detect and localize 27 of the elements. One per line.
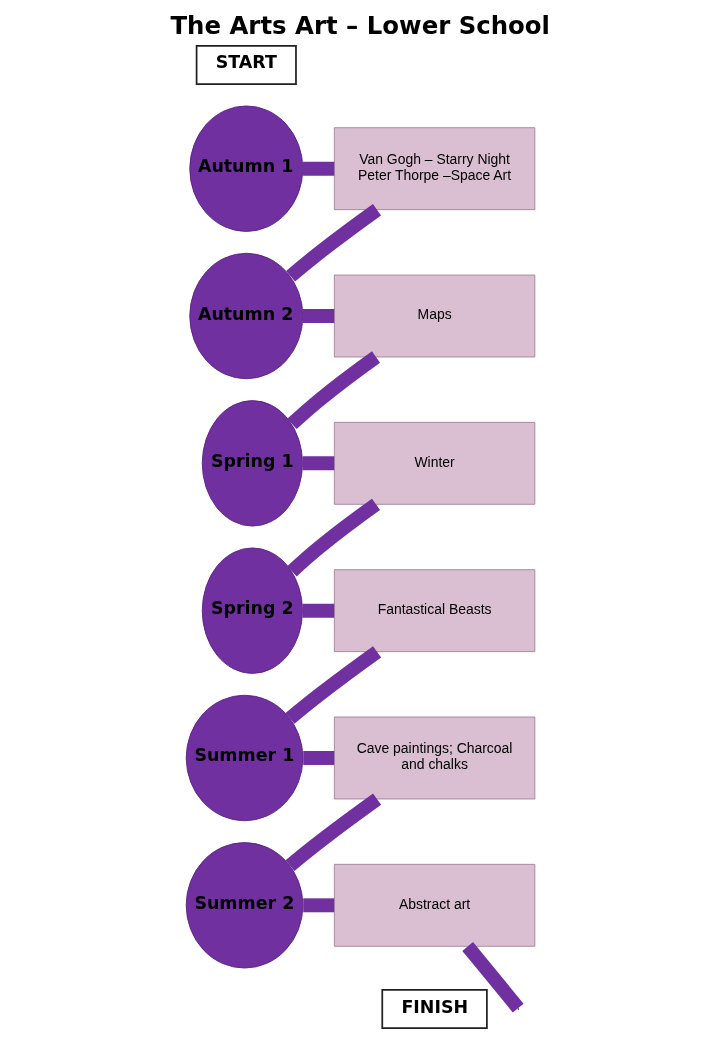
node-box: Cave paintings; Charcoal and chalks (333, 716, 535, 800)
node-box: Maps (333, 274, 535, 358)
connector (302, 456, 334, 471)
node-circle: Summer 2 (185, 842, 303, 969)
node-box: Winter (333, 421, 535, 505)
connector (285, 204, 381, 282)
connector (302, 309, 334, 323)
node-box: START (195, 44, 297, 85)
connector (285, 646, 381, 724)
connector (285, 793, 381, 871)
connector (286, 351, 380, 430)
connector (286, 498, 380, 577)
connector (302, 898, 334, 913)
node-box: FINISH (380, 989, 488, 1030)
connector (302, 603, 334, 618)
connector (302, 161, 334, 176)
node-box: Fantastical Beasts (333, 569, 535, 653)
node-circle: Summer 1 (185, 694, 303, 822)
node-ellipse: Spring 1 (201, 400, 303, 527)
node-box: Van Gogh – Starry Night Peter Thorpe –Space Art (333, 127, 535, 211)
node-circle: Autumn 1 (188, 105, 303, 232)
connector (302, 751, 334, 765)
node-circle: Autumn 2 (188, 252, 303, 380)
diagram-title: The Arts Art – Lower School (169, 10, 550, 40)
connector (461, 942, 524, 1013)
node-box: Abstract art (333, 863, 535, 947)
node-ellipse: Spring 2 (201, 547, 303, 674)
